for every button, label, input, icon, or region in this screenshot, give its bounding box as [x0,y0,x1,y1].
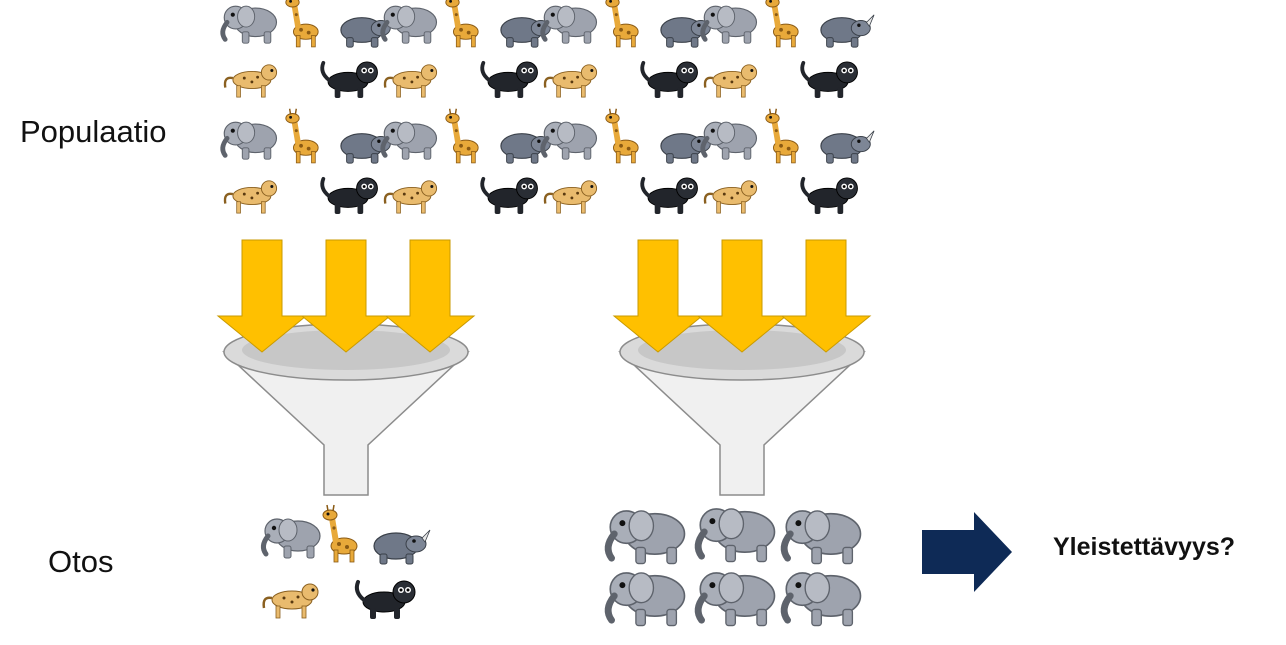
panther-icon [480,60,540,100]
panther-icon [320,176,380,216]
giraffe-icon [446,0,478,47]
panther-icon [480,176,540,216]
panther-icon [640,60,700,100]
panther-icon [354,579,417,621]
result-arrow-icon [922,512,1012,592]
elephant-icon [383,122,437,159]
giraffe-icon [766,0,798,47]
cheetah-icon [703,179,758,215]
population-label: Populaatio [20,114,167,149]
elephant-icon [263,519,320,558]
cheetah-icon [383,63,438,99]
panther-icon [800,60,860,100]
rhino-icon [373,529,431,565]
cheetah-icon [262,582,320,620]
elephant-icon [698,573,774,626]
elephant-icon [223,6,277,43]
giraffe-icon [286,109,318,163]
panther-icon [320,60,380,100]
elephant-icon [543,6,597,43]
down-arrow-right-2 [696,239,788,353]
elephant-icon [698,509,774,562]
rhino-icon [820,130,875,164]
elephant-icon [784,573,860,626]
down-arrow-right-3 [780,239,872,353]
down-arrow-left-2 [300,239,392,353]
giraffe-icon [286,0,318,47]
cheetah-icon [543,63,598,99]
cheetah-icon [223,179,278,215]
cheetah-icon [223,63,278,99]
cheetah-icon [543,179,598,215]
down-arrow-left-3 [384,239,476,353]
elephant-icon [703,122,757,159]
elephant-icon [543,122,597,159]
giraffe-icon [606,109,638,163]
cheetah-icon [383,179,438,215]
cheetah-icon [703,63,758,99]
elephant-icon [784,511,860,564]
panther-icon [640,176,700,216]
giraffe-icon [606,0,638,47]
elephant-icon [608,511,684,564]
sample-label: Otos [48,544,114,579]
giraffe-icon [766,109,798,163]
elephant-icon [608,573,684,626]
elephant-icon [703,6,757,43]
giraffe-icon [446,109,478,163]
rhino-icon [820,14,875,48]
giraffe-icon [323,505,357,562]
generalizability-question: Yleistettävyys? [1053,533,1236,561]
down-arrow-right-1 [612,239,704,353]
panther-icon [800,176,860,216]
elephant-icon [223,122,277,159]
down-arrow-left-1 [216,239,308,353]
elephant-icon [383,6,437,43]
